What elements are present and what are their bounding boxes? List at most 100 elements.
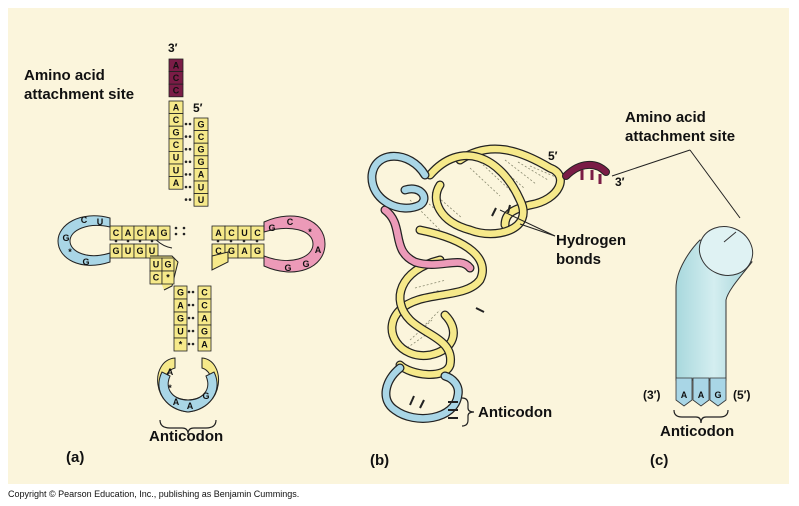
hbond-dot xyxy=(255,239,259,243)
t-bot-base-3: G xyxy=(254,246,261,256)
d-loop-base-3: * xyxy=(68,247,72,257)
anticodon-brace-a xyxy=(159,419,217,435)
t-loop-base-1: C xyxy=(287,217,294,227)
hbond-dot xyxy=(187,342,191,346)
acc-left-base-0: A xyxy=(173,102,180,112)
ac-right-base-0: C xyxy=(201,288,208,298)
hbond-dot xyxy=(191,303,195,307)
ac-loop-base-4: G xyxy=(202,391,209,401)
junction-base-2: C xyxy=(153,273,160,283)
acc-left-base-6: A xyxy=(173,178,180,188)
acc-end-base-1: C xyxy=(173,73,180,83)
hbond-dot xyxy=(184,122,188,126)
acc-right-base-1: C xyxy=(198,132,205,142)
base-c-3: G xyxy=(714,390,721,400)
t-top-base-0: A xyxy=(215,228,222,238)
label-c-5prime: (5′) xyxy=(733,388,751,402)
anticodon-label-c: Anticodon xyxy=(660,423,734,440)
trna-symbol: A A G xyxy=(611,149,754,424)
ac-right-base-1: C xyxy=(201,301,208,311)
acc-left-base-5: U xyxy=(173,165,180,175)
label-b-3prime: 3′ xyxy=(615,175,625,189)
anticodon-brace-b xyxy=(461,397,475,427)
hbond-dot xyxy=(188,160,192,164)
hbond-dot xyxy=(229,239,233,243)
hbond-dot xyxy=(114,239,118,243)
ac-loop-base-2: A xyxy=(173,397,180,407)
acc-left-base-4: U xyxy=(173,153,180,163)
acc-left-base-2: G xyxy=(172,128,179,138)
hbond-dot xyxy=(126,239,130,243)
anticodon-brace-c xyxy=(673,409,729,424)
d-loop-base-0: U xyxy=(97,217,104,227)
panel-b-label: (b) xyxy=(370,452,389,469)
hbond-dot xyxy=(191,342,195,346)
junction-base-0: U xyxy=(153,260,160,270)
anticodon-label-a: Anticodon xyxy=(149,428,223,445)
amino-acid-label-c-line2: attachment site xyxy=(625,128,735,145)
hbond-dot xyxy=(242,239,246,243)
junction-base-3-box xyxy=(161,270,175,285)
hbond-dot xyxy=(191,316,195,320)
hbond-dot xyxy=(184,147,188,151)
d-loop-base-2: G xyxy=(62,233,69,243)
acc-right-base-0: G xyxy=(197,119,204,129)
hbond-dot xyxy=(188,173,192,176)
hbond-dot xyxy=(184,160,188,164)
anticodon-hydrogen-bonds xyxy=(187,290,195,346)
hbond-dot xyxy=(150,239,154,243)
hbond-dot xyxy=(188,122,192,126)
d-loop-base-1: C xyxy=(81,215,88,225)
acc-end-base-0: A xyxy=(173,60,180,70)
ac-right-base-3: G xyxy=(201,327,208,337)
hydrogen-bonds-label-line2: bonds xyxy=(556,251,601,268)
t-loop-base-5: G xyxy=(284,263,291,273)
copyright-notice: Copyright © Pearson Education, Inc., pub… xyxy=(8,489,300,499)
d-loop: UCG*G xyxy=(57,215,111,267)
label-a-3prime: 3′ xyxy=(168,41,178,55)
junction-base-1: G xyxy=(164,260,171,270)
acc-left-base-1: C xyxy=(173,115,180,125)
variable-loop xyxy=(211,251,229,271)
t-loop-base-4: G xyxy=(302,259,309,269)
d-top-base-4: G xyxy=(160,228,167,238)
ac-right-base-2: A xyxy=(201,314,208,324)
ac-right-base-4: A xyxy=(201,340,208,350)
ac-left-base-4: * xyxy=(179,340,183,350)
base-c-1: A xyxy=(681,390,688,400)
hbond-dot xyxy=(187,303,191,307)
label-b-5prime: 5′ xyxy=(548,149,558,163)
base-tabs xyxy=(409,204,511,419)
hbond-dot xyxy=(191,329,195,333)
d-top-base-2: C xyxy=(137,228,144,238)
t-loop-base-3: A xyxy=(315,245,322,255)
ac-loop-base-1: * xyxy=(168,383,172,393)
acc-right-base-3: G xyxy=(197,157,204,167)
d-top-base-0: C xyxy=(113,228,120,238)
hbond-dot xyxy=(188,135,192,138)
hbond-dot xyxy=(138,239,142,243)
d-bot-base-3: U xyxy=(149,246,156,256)
ac-left-base-3: U xyxy=(177,327,184,337)
amino-acid-label-a-line2: attachment site xyxy=(24,86,134,103)
hbond-dot xyxy=(184,185,188,189)
acc-right-base-5: U xyxy=(198,182,205,192)
acc-right-base-6: U xyxy=(198,195,205,205)
acc-right-base-4: A xyxy=(198,170,205,180)
hbond-dot xyxy=(174,232,178,236)
acceptor-hydrogen-bonds xyxy=(184,122,192,201)
hbond-dot xyxy=(188,147,192,151)
ac-left-base-2: G xyxy=(177,314,184,324)
base-c-2: A xyxy=(698,390,705,400)
t-bot-base-2: A xyxy=(241,246,248,256)
hbond-dot xyxy=(184,135,188,138)
trna-3d-ribbon xyxy=(367,144,610,427)
t-top-base-1: C xyxy=(228,228,235,238)
